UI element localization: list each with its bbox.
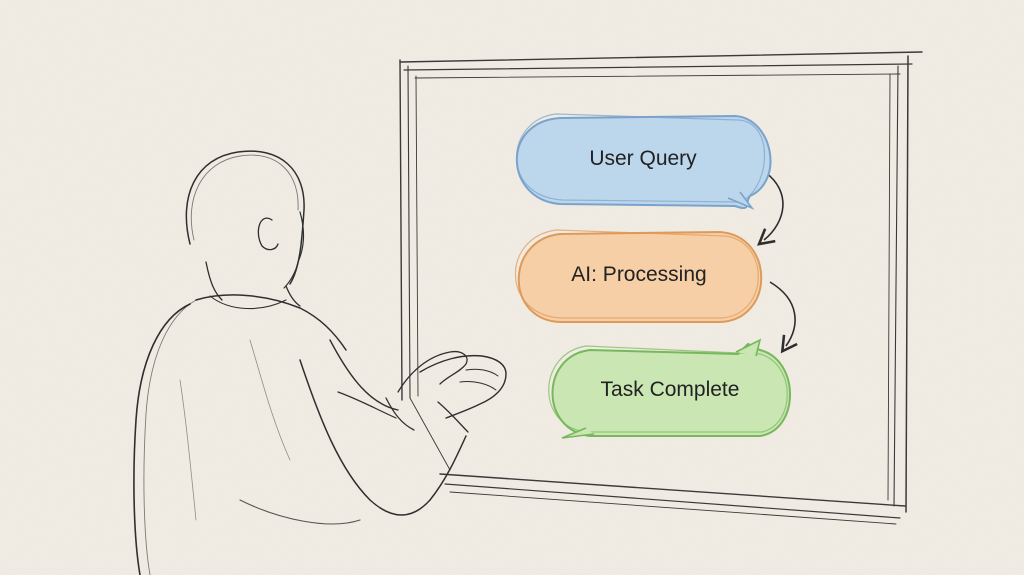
screen-frame — [399, 51, 923, 525]
arrow-processing-to-complete — [769, 281, 798, 354]
bubble-ai-processing — [514, 229, 763, 323]
bubble-task-complete — [548, 338, 791, 439]
bubble-label-user-query: User Query — [589, 147, 697, 170]
person-sketch — [133, 150, 507, 575]
arrow-query-to-processing — [757, 171, 784, 246]
bubble-label-ai-processing: AI: Processing — [571, 263, 707, 286]
bubble-label-task-complete: Task Complete — [600, 378, 740, 401]
bubble-user-query — [515, 113, 772, 210]
